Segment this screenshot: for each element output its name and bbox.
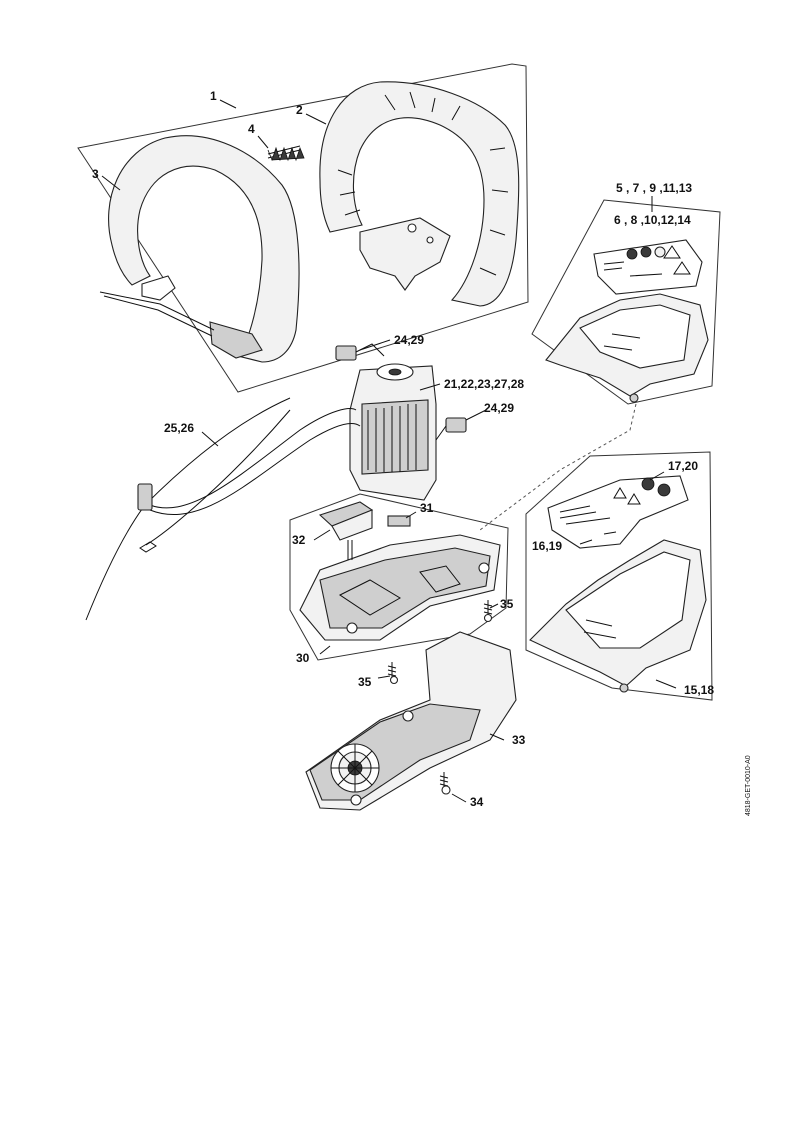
guard-group-upper-frame (531, 199, 721, 405)
power-cable (85, 397, 361, 621)
label-17-20: 17,20 (668, 459, 698, 473)
link-line (479, 403, 637, 531)
spring-part-4 (267, 145, 305, 162)
label-sticker-lower (547, 475, 689, 549)
label-15-18: 15,18 (684, 683, 714, 697)
label-31: 31 (420, 501, 434, 515)
label-33: 33 (512, 733, 526, 747)
label-3: 3 (92, 167, 99, 181)
carbon-brush-right (445, 417, 467, 433)
handle-part-3 (99, 135, 300, 363)
label-35-right: 35 (500, 597, 514, 611)
screw-34 (439, 772, 451, 795)
guard-group-lower-frame (525, 451, 713, 701)
label-24-29-right: 24,29 (484, 401, 514, 415)
label-1: 1 (210, 89, 217, 103)
motor-assembly (349, 363, 437, 501)
label-sticker-upper (593, 239, 703, 295)
switch-part-32 (318, 501, 374, 560)
screw-35-right (483, 600, 493, 623)
label-4: 4 (248, 122, 255, 136)
label-35-left: 35 (358, 675, 372, 689)
screw-35-left (387, 662, 399, 685)
housing-part-30 (299, 534, 501, 641)
guard-upper (545, 293, 709, 403)
label-21-22-23-27-28: 21,22,23,27,28 (444, 377, 524, 391)
plate-part-31 (387, 515, 411, 527)
label-2: 2 (296, 103, 303, 117)
label-25-26: 25,26 (164, 421, 194, 435)
drawing-code: 4818-GET-0010-A0 (745, 755, 752, 816)
guard-lower (529, 539, 707, 693)
label-16-19: 16,19 (532, 539, 562, 553)
label-30: 30 (296, 651, 310, 665)
leader-lines (101, 99, 677, 803)
handle-part-2 (319, 81, 520, 307)
handle-group-frame (77, 63, 529, 393)
cover-part-33 (305, 631, 517, 811)
label-32: 32 (292, 533, 306, 547)
label-5-7-9-11-13: 5 , 7 , 9 ,11,13 (616, 181, 692, 195)
label-34: 34 (470, 795, 484, 809)
label-6-8-10-12-14: 6 , 8 ,10,12,14 (614, 213, 691, 227)
label-24-29-top: 24,29 (394, 333, 424, 347)
carbon-brush-top (335, 345, 357, 361)
